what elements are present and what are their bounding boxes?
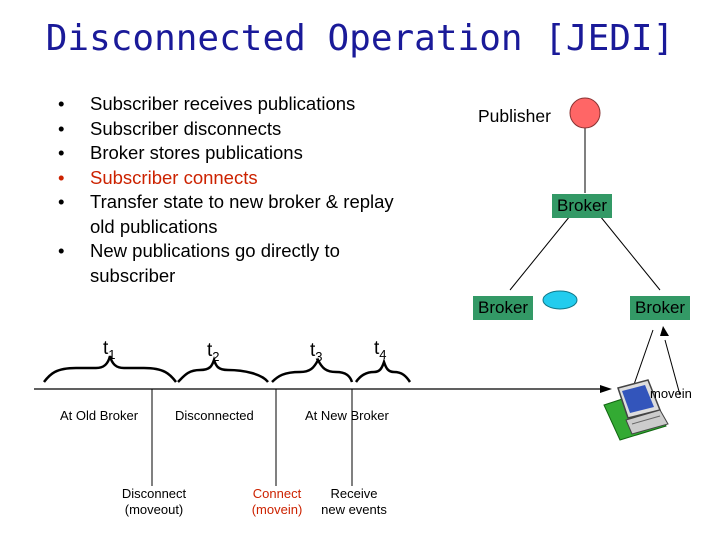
laptop-icon xyxy=(603,379,669,441)
timeline-arrowhead xyxy=(600,385,612,393)
edge-broker-right xyxy=(599,215,661,291)
bullet-item-highlighted: • Subscriber connects xyxy=(58,166,398,191)
bullet-dot: • xyxy=(58,142,65,163)
bullet-text: Subscriber disconnects xyxy=(90,117,282,139)
brace-t4 xyxy=(354,358,412,383)
bullet-item: • Subscriber disconnects xyxy=(58,117,398,142)
brace-t3 xyxy=(271,357,354,383)
bullet-text: Broker stores publications xyxy=(90,142,303,163)
brace-t1 xyxy=(43,355,177,383)
edge-broker-left xyxy=(509,215,571,291)
publisher-label: Publisher xyxy=(478,106,551,126)
event-receive: Receive new events xyxy=(321,486,387,517)
bullet-item: • New publications go directly to subscri… xyxy=(58,239,398,288)
bullet-dot: • xyxy=(58,93,65,114)
brace-t2 xyxy=(177,356,269,383)
segment-disconnected: Disconnected xyxy=(175,408,254,423)
bullet-dot: • xyxy=(58,117,65,139)
bullet-dot: • xyxy=(58,240,65,261)
bullet-dot: • xyxy=(58,191,65,212)
broker-right: Broker xyxy=(630,296,691,320)
time-label-t1: t1 xyxy=(103,338,116,362)
subscriber-oval xyxy=(542,290,578,310)
bullet-item: • Transfer state to new broker & replay o… xyxy=(58,190,398,239)
time-label-t4: t4 xyxy=(374,338,387,362)
movein-label: movein xyxy=(650,386,692,401)
time-label-t2: t2 xyxy=(207,340,220,364)
bullet-text: Subscriber connects xyxy=(90,166,258,188)
movein-arrowhead xyxy=(660,326,669,336)
broker-left: Broker xyxy=(473,296,534,320)
event-disconnect: Disconnect (moveout) xyxy=(121,486,187,517)
bullet-dot: • xyxy=(58,166,65,188)
segment-at-old-broker: At Old Broker xyxy=(60,408,139,423)
publisher-node xyxy=(569,97,601,129)
bullet-text: Subscriber receives publications xyxy=(90,93,356,114)
bullet-list: • Subscriber receives publications • Subsc… xyxy=(58,92,398,288)
movein-line-right xyxy=(664,339,681,396)
bullet-text: New publications go directly to subscrib… xyxy=(90,240,340,286)
time-label-t3: t3 xyxy=(310,340,323,364)
broker-top: Broker xyxy=(552,194,613,218)
slide-title: Disconnected Operation [JEDI] xyxy=(45,18,675,59)
bullet-text: Transfer state to new broker & replay ol… xyxy=(90,191,394,237)
event-connect: Connect (movein) xyxy=(251,486,303,517)
bullet-item: • Subscriber receives publications xyxy=(58,92,398,117)
bullet-item: • Broker stores publications xyxy=(58,141,398,166)
segment-at-new-broker: At New Broker xyxy=(305,408,389,423)
